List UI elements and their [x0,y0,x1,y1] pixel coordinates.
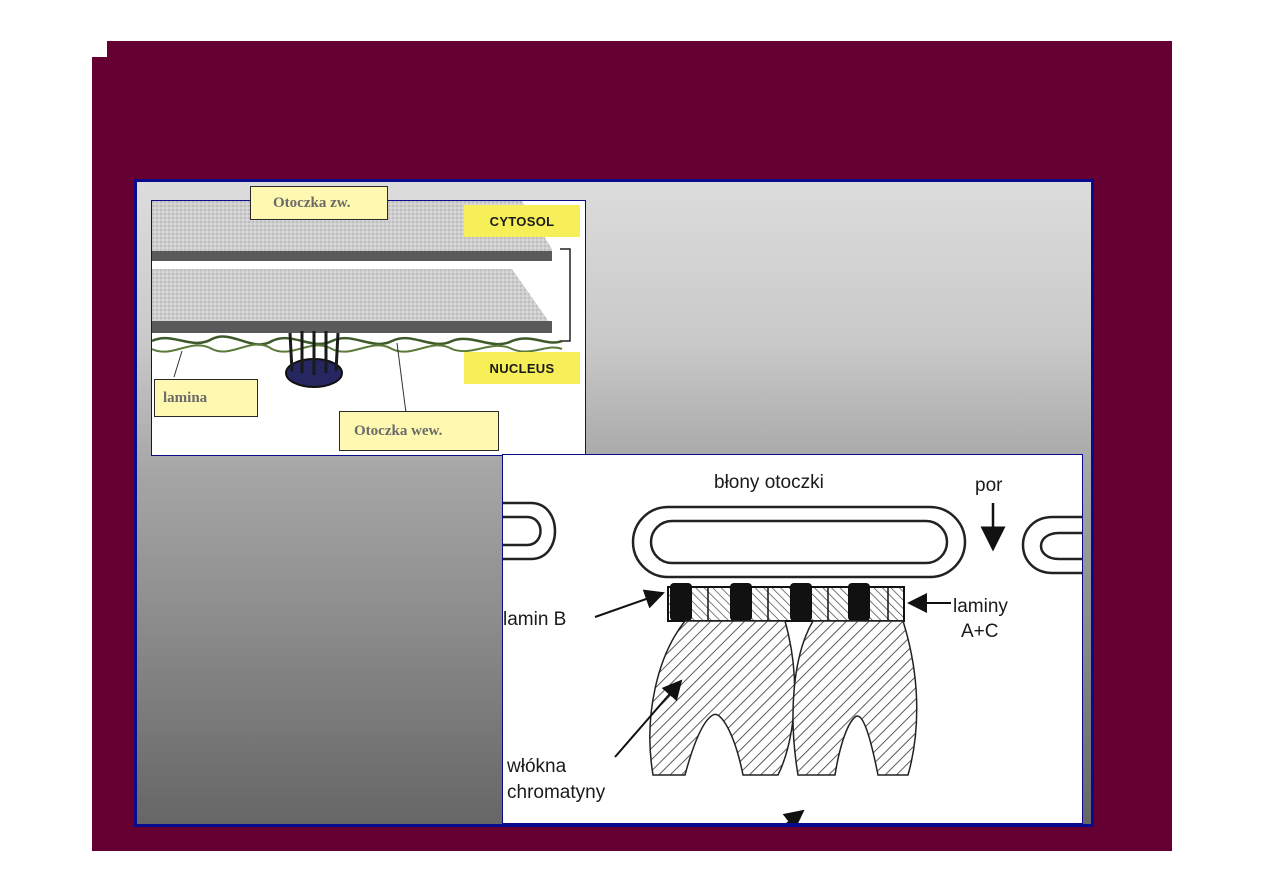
inner-membrane-edge [152,321,552,333]
lamina-dividers [707,587,889,621]
inner-membrane-pointer [396,342,407,414]
chromatin-fiber-right [792,620,918,776]
lamina-mesh-1 [152,335,563,346]
outer-membrane-edge [152,251,552,261]
lamin-b-text: lamin B [503,609,566,630]
pore-text: por [975,475,1003,496]
left-membrane-fragment-outer [503,501,557,561]
inner-membrane-loop [649,519,949,565]
inner-membrane-label: Otoczka wew. [339,411,499,451]
outer-membrane-loop [631,505,967,579]
right-membrane-fragment-outer [1021,515,1082,575]
cytosol-tag: CYTOSOL [464,205,580,237]
lamina-schematic-drawing: błony otoczki por lamin B laminy A+C włó… [503,472,1082,823]
lamina-schematic-figure: błony otoczki por lamin B laminy A+C włó… [502,454,1083,824]
lamina-pointer [173,350,183,378]
lamins-ac-text-1: laminy [953,596,1008,617]
pore-basket [288,331,340,375]
lamin-b-arrow [594,589,665,618]
chromatin-text-1: włókna [506,756,567,777]
inner-membrane-sheet [152,269,552,329]
nucleus-tag: NUCLEUS [464,352,580,384]
outer-membrane-label: Otoczka zw. [250,186,388,220]
chromatin-text-2: chromatyny [507,782,606,803]
membrane-bracket [560,248,571,342]
nuclear-envelope-figure [151,200,586,456]
chromatin-fiber-left [649,620,796,776]
right-membrane-fragment-inner [1039,531,1082,561]
left-membrane-fragment-inner [503,515,542,547]
membranes-text: błony otoczki [714,472,824,493]
partial-arrow-bottom [782,809,805,823]
lamina-mesh-2 [152,343,563,353]
lamins-ac-text-2: A+C [961,621,999,642]
nuclear-envelope-drawing [152,201,571,414]
chromatin-arrow [614,679,683,758]
slide-corner-notch [92,41,107,57]
lamin-b-blocks [670,583,870,621]
lamina-label: lamina [154,379,258,417]
